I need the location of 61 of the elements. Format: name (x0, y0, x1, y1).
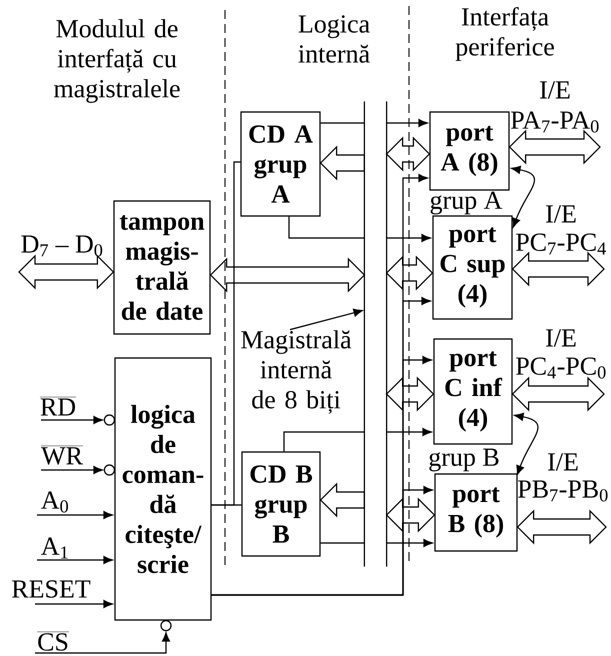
signal-arrow (41, 414, 115, 426)
signal-label: PC$_{4}$-PC$_{0}$ (516, 357, 606, 379)
port-box: port C sup (4) (432, 215, 513, 320)
signal-arrow (212, 486, 433, 596)
column-heading: Modulul de interfață cu magistralele (54, 19, 180, 103)
signal-arrow (41, 464, 115, 476)
bus-arrow (512, 376, 605, 412)
direction-label: I/E (540, 81, 570, 99)
signal-label: WR (40, 446, 84, 465)
buffer-box: tampon magis-trală de date (113, 200, 211, 335)
leader-arrow (290, 308, 363, 330)
bus-label: Magistrală internă de 8 biți (241, 330, 352, 414)
bus-arrow (386, 136, 430, 172)
bus-arrow (516, 510, 607, 544)
signal-arrow (37, 511, 113, 519)
double-arrow (511, 166, 535, 228)
signal-arrow (37, 556, 113, 564)
signal-label: PB$_{7}$-PB$_{0}$ (518, 480, 608, 502)
bus-arrow (508, 130, 601, 164)
direction-label: I/E (548, 453, 578, 471)
bus-arrow (18, 254, 114, 290)
column-heading: Interfața periferice (456, 7, 554, 61)
signal-arrow (386, 428, 432, 436)
signal-line (320, 122, 364, 124)
signal-line (212, 504, 242, 506)
double-arrow (514, 412, 538, 475)
signal-line (283, 431, 364, 452)
signal-label: A$_{0}$ (41, 491, 68, 513)
bus-arrow (210, 258, 366, 292)
bus-arrow (386, 498, 436, 532)
signal-label: CS (36, 632, 70, 651)
bus-arrow (512, 252, 605, 286)
signal-arrow (386, 234, 431, 242)
signal-label: PA$_{7}$-PA$_{0}$ (510, 111, 599, 133)
signal-arrow (386, 539, 433, 548)
group-label: grup B (429, 448, 498, 472)
signal-label: A$_{1}$ (41, 538, 68, 558)
port-box: port A (8) (429, 111, 510, 191)
group-label: grup A (430, 192, 502, 214)
bus-arrow (386, 376, 434, 412)
signal-arrow (35, 600, 113, 608)
signal-label: D$_{7}$ – D$_{0}$ (21, 236, 102, 256)
signal-arrow (386, 119, 428, 127)
signal-line (288, 216, 364, 239)
bus-arrow (320, 146, 365, 180)
signal-label: RESET (12, 580, 90, 598)
port-box: port C inf (4) (433, 338, 513, 445)
bus-arrow (320, 482, 365, 518)
control-block-box: CD B grup B (241, 451, 321, 557)
control-block-box: CD A grup A (240, 111, 321, 217)
internal-bus (364, 100, 388, 568)
port-box: port B (8) (434, 473, 518, 552)
column-heading: Logica internă (298, 15, 370, 63)
signal-label: PC$_{7}$-PC$_{4}$ (516, 234, 606, 254)
control-logic-box: logica de coman-dă citeşte/ scrie (114, 357, 212, 621)
signal-arrow (35, 620, 172, 654)
direction-label: I/E (546, 329, 576, 347)
signal-line (320, 542, 364, 544)
signal-label: RD (40, 396, 76, 416)
direction-label: I/E (546, 205, 576, 223)
bus-arrow (386, 256, 434, 290)
